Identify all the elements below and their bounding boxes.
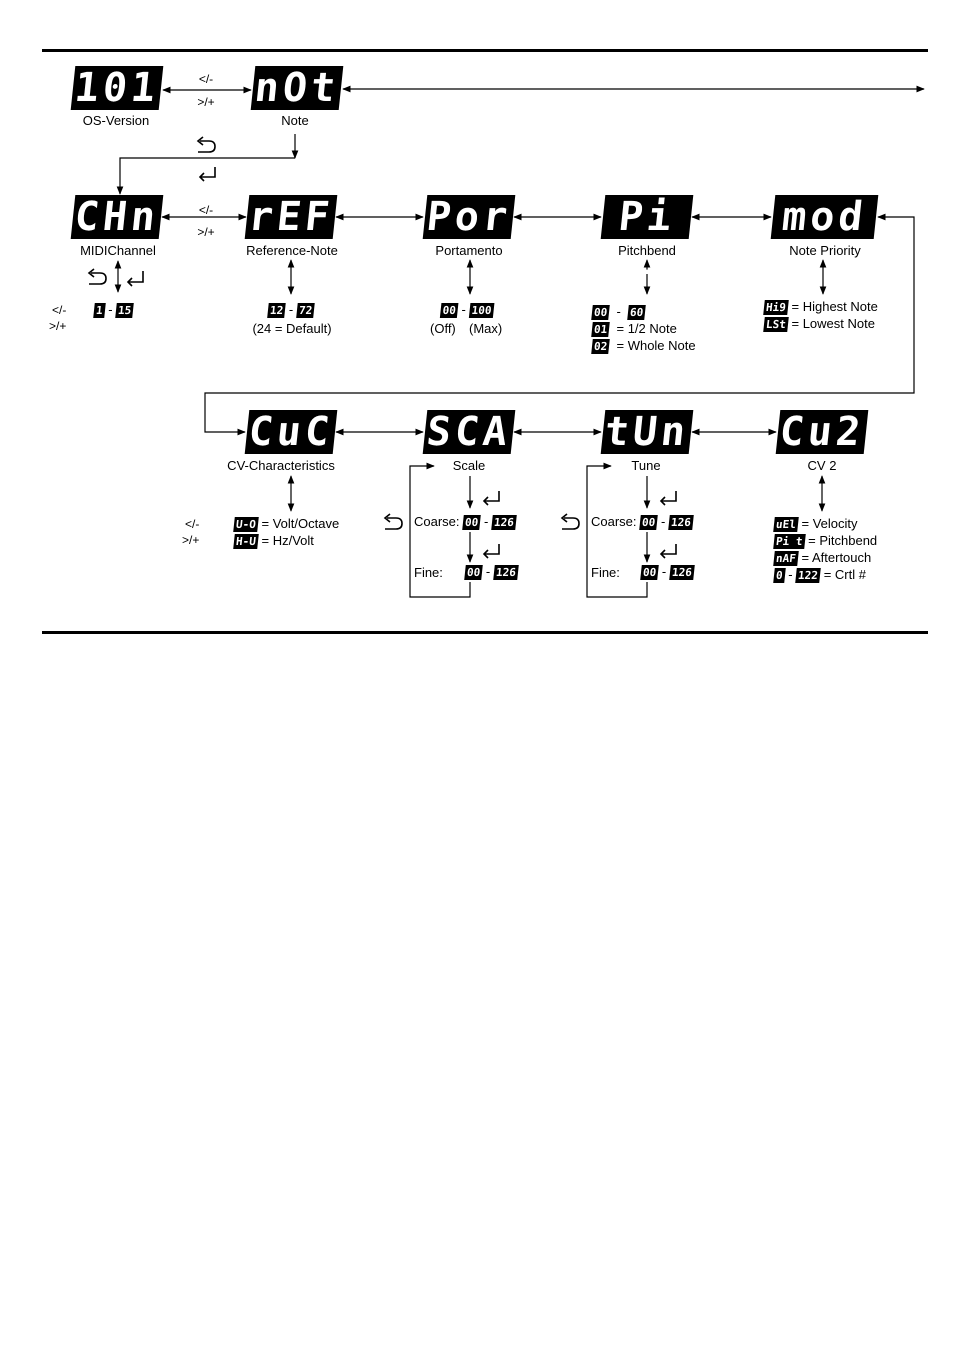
range-max: 15 — [115, 303, 135, 319]
back-icon — [383, 513, 403, 530]
reference-note-label: Reference-Note — [246, 243, 338, 258]
tune-fine-label: Fine: — [591, 565, 620, 580]
tune-fine-range: 00 - 126 — [640, 563, 695, 581]
enter-icon — [482, 544, 500, 559]
pitchbend-display: Pi t — [600, 194, 694, 284]
midi-channel-range: 1 - 15 — [93, 301, 135, 319]
range-min: 1 — [93, 303, 106, 319]
prev-label: </- — [185, 517, 200, 531]
pitchbend-range: 00 - 60 — [591, 303, 647, 321]
portamento-display: Por — [422, 194, 516, 240]
cv-characteristics-display: CuC — [244, 409, 338, 455]
enter-icon — [126, 271, 144, 287]
scale-fine-label: Fine: — [414, 565, 443, 580]
prev-label: </- — [198, 203, 214, 217]
back-icon — [87, 268, 107, 285]
cv2-option-pitchbend: Pi t = Pitchbend — [773, 532, 877, 550]
bottom-rule — [42, 631, 928, 634]
pitchbend-option-1: 01 = 1/2 Note — [591, 320, 677, 338]
pitchbend-option-2: 02 = Whole Note — [591, 337, 696, 355]
reference-note-default: (24 = Default) — [252, 321, 332, 336]
cv-characteristics-label: CV-Characteristics — [227, 458, 335, 473]
os-version-label: OS-Version — [82, 113, 150, 128]
enter-icon — [659, 491, 677, 506]
tune-display: tUn — [600, 409, 694, 455]
enter-icon — [482, 491, 500, 506]
pitchbend-label: Pitchbend — [618, 243, 676, 258]
cv2-label: CV 2 — [807, 458, 837, 473]
cv2-display: Cu2 — [775, 409, 869, 455]
scale-label: Scale — [452, 458, 486, 473]
scale-fine-range: 00 - 126 — [464, 563, 519, 581]
enter-icon — [198, 167, 216, 182]
cv2-option-velocity: uEl = Velocity — [773, 515, 858, 533]
reference-note-range: 12 - 72 — [267, 301, 315, 319]
note-priority-display: mod — [770, 194, 879, 240]
prev-label: </- — [198, 72, 214, 86]
note-priority-option-1: Hi9 = Highest Note — [763, 298, 878, 316]
cv2-option-controller: 0 - 122 = Crtl # — [773, 566, 866, 584]
portamento-off-note: (Off) — [430, 321, 456, 336]
back-icon — [560, 513, 580, 530]
top-rule — [42, 49, 928, 52]
note-priority-option-2: LSt = Lowest Note — [763, 315, 875, 333]
reference-note-display: rEF — [244, 194, 338, 240]
portamento-range: 00 - 100 — [439, 301, 495, 319]
cv2-option-aftertouch: nAF = Aftertouch — [773, 549, 871, 567]
note-priority-label: Note Priority — [789, 243, 861, 258]
midi-channel-label: MIDIChannel — [80, 243, 156, 258]
portamento-max-note: (Max) — [469, 321, 503, 336]
note-display: nOt — [250, 65, 344, 111]
next-label: >/+ — [197, 225, 215, 239]
os-version-display: 101 — [70, 65, 164, 111]
scale-display: SCA — [422, 409, 516, 455]
back-icon — [196, 136, 216, 153]
next-label: >/+ — [182, 533, 200, 547]
midi-channel-display: CHn — [70, 194, 164, 240]
next-label: >/+ — [197, 95, 215, 109]
portamento-label: Portamento — [435, 243, 503, 258]
tune-label: Tune — [631, 458, 661, 473]
scale-coarse-range: Coarse: 00 - 126 — [414, 513, 517, 531]
prev-label: </- — [52, 303, 67, 317]
cv-characteristics-option-2: H-U = Hz/Volt — [233, 532, 314, 550]
note-label: Note — [281, 113, 309, 128]
tune-coarse-range: Coarse: 00 - 126 — [591, 513, 694, 531]
enter-icon — [659, 544, 677, 559]
next-label: >/+ — [49, 319, 67, 333]
cv-characteristics-option-1: U-O = Volt/Octave — [233, 515, 339, 533]
